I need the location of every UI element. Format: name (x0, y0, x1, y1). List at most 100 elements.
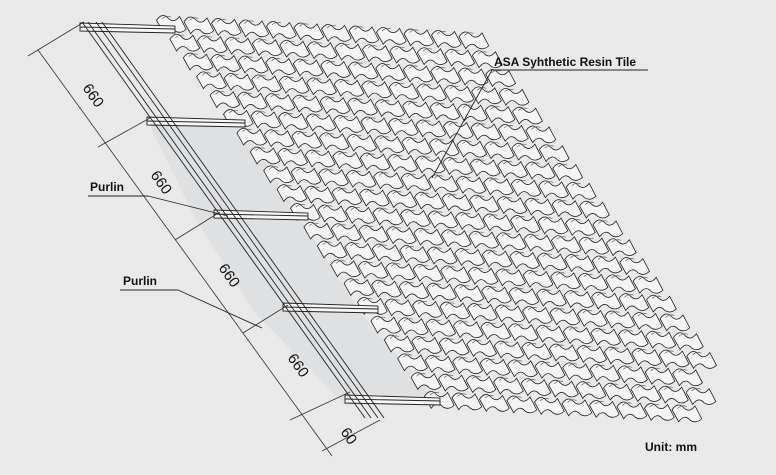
roof-tile (387, 154, 418, 173)
roof-tile (318, 168, 349, 187)
roof-tile-highlight (472, 304, 483, 308)
roof-tile (579, 200, 610, 219)
roof-tile (388, 118, 419, 137)
roof-tile (386, 190, 418, 209)
roof-tile (402, 100, 433, 119)
roof-tile (357, 261, 389, 279)
roof-tile (508, 287, 540, 306)
roof-tile (385, 262, 416, 281)
roof-tile-highlight (678, 333, 689, 337)
roof-tile-highlight (570, 255, 580, 259)
roof-tile-highlight (229, 73, 239, 78)
roof-tile (375, 63, 406, 82)
roof-tile-highlight (340, 43, 350, 48)
roof-tile (265, 57, 296, 76)
roof-tile (534, 361, 566, 379)
roof-tile-highlight (553, 380, 564, 384)
roof-tile-highlight (448, 158, 458, 162)
roof-tile-highlight (310, 150, 320, 154)
roof-tile-highlight (242, 128, 252, 133)
roof-tile (497, 160, 528, 179)
roof-tile (426, 282, 457, 301)
roof-tile-highlight (393, 119, 404, 123)
roof-tile (524, 197, 555, 216)
roof-tile-highlight (463, 68, 473, 72)
roof-tile-highlight (636, 385, 646, 389)
roof-tile-highlight (311, 114, 321, 118)
roof-tile (617, 365, 648, 384)
roof-tile (479, 394, 510, 413)
roof-tile-highlight (609, 347, 619, 351)
roof-tile-highlight (295, 204, 306, 208)
roof-tile (415, 119, 447, 138)
roof-tile (360, 116, 392, 135)
roof-tile (416, 47, 448, 66)
dimension-label-2: 660 (147, 168, 175, 198)
roof-tile (456, 139, 488, 158)
roof-tile (411, 336, 442, 355)
roof-tile-highlight (556, 236, 567, 240)
roof-tile (552, 163, 583, 182)
roof-tile (536, 288, 567, 307)
roof-tile-highlight (417, 301, 428, 305)
roof-tile-highlight (326, 61, 336, 65)
roof-tile-highlight (436, 31, 447, 35)
roof-tile (291, 130, 323, 149)
roof-tile (576, 345, 607, 364)
roof-tile-highlight (416, 373, 426, 377)
roof-tile-highlight (597, 256, 607, 260)
purlin-bar-edge (344, 398, 441, 402)
tile-field (156, 15, 717, 423)
roof-tile-highlight (431, 283, 442, 287)
roof-tile (493, 376, 524, 395)
roof-tile-highlight (422, 48, 433, 52)
roof-tile-highlight (598, 220, 608, 224)
roof-tile-highlight (408, 65, 418, 69)
roof-tile (317, 204, 349, 223)
roof-tile-highlight (390, 299, 400, 303)
roof-tile (438, 337, 470, 356)
roof-tile-highlight (554, 344, 564, 348)
roof-tile-highlight (419, 192, 430, 196)
roof-tile-highlight (283, 149, 293, 153)
roof-tile (224, 36, 256, 55)
roof-tile-highlight (471, 376, 481, 380)
roof-tile (293, 22, 325, 41)
roof-tile-highlight (531, 126, 541, 130)
roof-tile (672, 332, 704, 351)
roof-tile-highlight (622, 402, 632, 406)
roof-tile (428, 174, 459, 193)
roof-tile (183, 16, 215, 35)
roof-tile-highlight (309, 222, 319, 227)
roof-tile-highlight (298, 59, 308, 63)
roof-tile (589, 400, 620, 419)
roof-tile (440, 265, 471, 284)
roof-tile (522, 306, 553, 325)
roof-tile-highlight (312, 42, 323, 46)
roof-tile-highlight (284, 76, 294, 81)
roof-tile (452, 356, 483, 375)
roof-tile (561, 398, 593, 417)
roof-tile-highlight (514, 288, 524, 292)
roof-tile (630, 384, 662, 403)
roof-tile (373, 171, 404, 190)
roof-tile (453, 284, 485, 303)
roof-tile (538, 144, 570, 163)
roof-tile (347, 97, 378, 116)
roof-tile (333, 115, 364, 134)
roof-tile-highlight (624, 294, 634, 298)
roof-tile-highlight (567, 363, 578, 367)
roof-tile-highlight (243, 56, 253, 60)
roof-tile-highlight (188, 53, 198, 57)
roof-tile-highlight (216, 55, 226, 59)
roof-tile-highlight (364, 189, 375, 193)
roof-tile (237, 91, 268, 110)
roof-tile (384, 298, 416, 317)
roof-tile (196, 71, 227, 90)
roof-tile-highlight (584, 237, 594, 242)
roof-tile (483, 141, 515, 160)
roof-tile-highlight (475, 159, 485, 163)
roof-tile (306, 77, 337, 96)
